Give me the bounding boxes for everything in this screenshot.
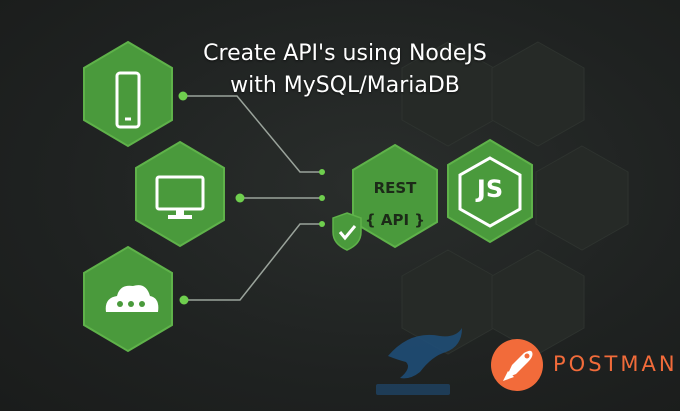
nodejs-icon bbox=[458, 156, 522, 228]
nodejs-js-text: JS bbox=[476, 175, 504, 203]
device-hexagons bbox=[83, 40, 225, 353]
rest-api-label: REST { API } bbox=[355, 172, 435, 236]
cloud-icon bbox=[105, 285, 159, 312]
page-title: Create API's using NodeJS with MySQL/Mar… bbox=[150, 38, 540, 102]
rest-api-hexagon bbox=[352, 143, 438, 249]
api-label: { API } bbox=[365, 211, 425, 229]
shield-check-icon bbox=[332, 212, 362, 251]
monitor-icon bbox=[155, 175, 205, 219]
title-line-2: with MySQL/MariaDB bbox=[230, 73, 460, 98]
title-line-1: Create API's using NodeJS bbox=[203, 41, 487, 66]
connector-dots bbox=[178, 91, 325, 305]
mysql-dolphin-icon bbox=[376, 328, 462, 395]
postman-rocket-icon bbox=[491, 339, 543, 391]
mobile-phone-icon bbox=[115, 71, 141, 129]
rest-label: REST bbox=[373, 179, 417, 197]
connector-lines bbox=[183, 95, 322, 301]
postman-wordmark: POSTMAN bbox=[553, 352, 678, 376]
background-hexagons bbox=[401, 41, 629, 355]
nodejs-hexagon bbox=[447, 138, 533, 244]
